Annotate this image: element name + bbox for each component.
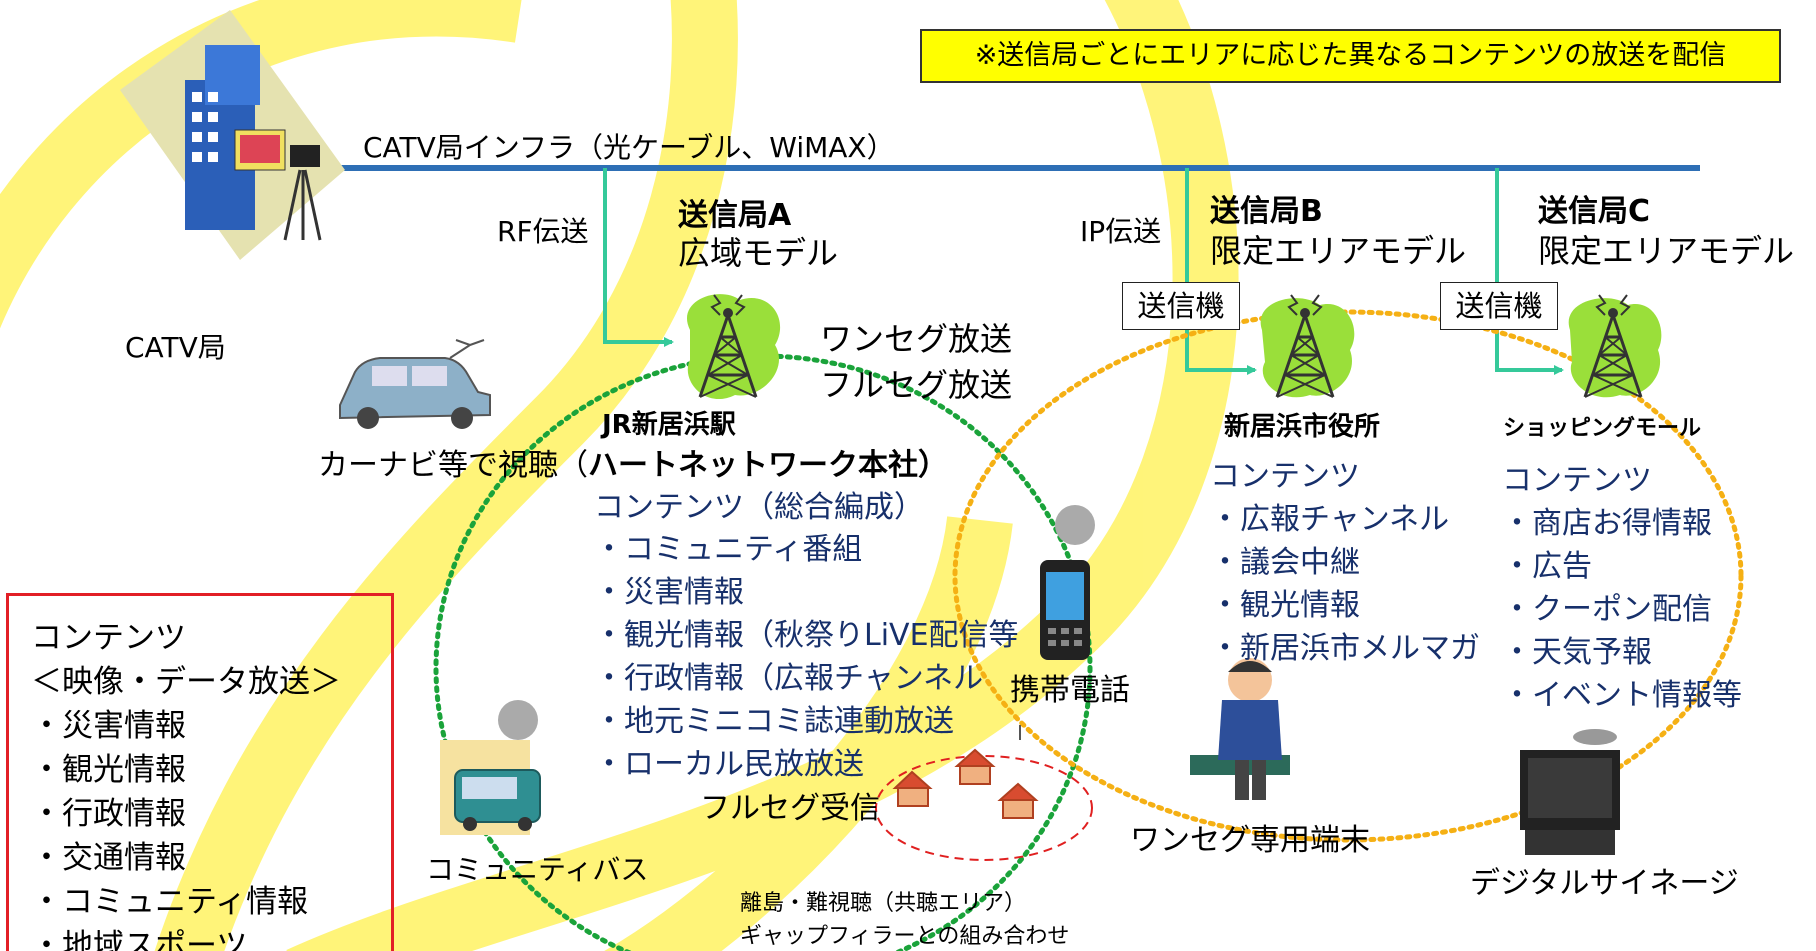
station-c-content-item: ・天気予報	[1502, 635, 1652, 670]
broadcast-oneseg: ワンセグ放送	[820, 320, 1013, 358]
legend-item: ・交通情報	[31, 840, 186, 876]
station-a-contents: コンテンツ（総合編成） ・コミュニティ番組 ・災害情報 ・観光情報（秋祭りLiV…	[594, 482, 1019, 782]
oneseg-terminal-label: ワンセグ専用端末	[1130, 823, 1370, 858]
fullseg-reception-label: フルセグ受信	[700, 791, 880, 826]
catv-building-icon	[120, 10, 345, 260]
mobile-phone-icon	[1040, 505, 1095, 660]
station-b-content-item: ・新居浜市メルマガ	[1210, 631, 1480, 666]
station-c-transmitter: 送信機	[1440, 282, 1558, 330]
car-label-text: カーナビ等で視聴（	[318, 448, 588, 483]
remote-area-line2: ギャップフィラーとの組み合わせ	[740, 924, 1070, 949]
station-a-site: JR新居浜駅	[602, 410, 736, 440]
station-a-content-item: ・行政情報（広報チャンネル	[594, 661, 984, 696]
infra-label: CATV局インフラ（光ケーブル、WiMAX）	[363, 131, 895, 164]
remote-area-line1: 離島・難視聴（共聴エリア）	[740, 891, 1027, 916]
catv-station-label: CATV局	[125, 331, 226, 364]
houses-icon	[892, 748, 1039, 819]
legend-item: ・観光情報	[31, 752, 186, 788]
station-b-content-item: ・広報チャンネル	[1210, 502, 1450, 537]
car-label: カーナビ等で視聴（ハートネットワーク本社）	[318, 440, 948, 484]
station-c-site: ショッピングモール	[1503, 416, 1702, 441]
heartnetwork-label: ハートネットワーク本社）	[588, 448, 948, 483]
rf-transmission-label: RF伝送	[497, 215, 589, 248]
legend-item: ・災害情報	[31, 708, 186, 744]
station-c-model: 限定エリアモデル	[1538, 232, 1795, 270]
legend-title: コンテンツ	[31, 620, 186, 656]
community-bus-label: コミュニティバス	[426, 853, 649, 886]
station-c-contents: コンテンツ ・商店お得情報 ・広告 ・クーポン配信 ・天気予報 ・イベント情報等	[1502, 455, 1742, 713]
station-c-content-item: ・広告	[1502, 549, 1592, 584]
mobile-phone-label: 携帯電話	[1010, 673, 1130, 708]
station-b-model: 限定エリアモデル	[1210, 232, 1467, 270]
station-a-content-item: ・観光情報（秋祭りLiVE配信等	[594, 618, 1019, 653]
legend-item: ・地域スポーツ	[31, 928, 248, 951]
broadcast-fullseg: フルセグ放送	[820, 366, 1013, 404]
station-b-contents: コンテンツ ・広報チャンネル ・議会中継 ・観光情報 ・新居浜市メルマガ	[1210, 451, 1480, 666]
feed-arrow-b	[1185, 168, 1257, 375]
station-a-name: 送信局A	[678, 198, 792, 233]
station-a-content-item: ・災害情報	[594, 575, 744, 610]
station-a-model: 広域モデル	[678, 234, 839, 272]
legend-item: ・行政情報	[31, 796, 186, 832]
community-bus-icon	[440, 700, 541, 835]
car-icon	[339, 339, 491, 429]
feed-arrow-a	[603, 168, 674, 347]
digital-signage-label: デジタルサイネージ	[1470, 866, 1739, 901]
station-a-content-item: ・コミュニティ番組	[594, 532, 863, 567]
tower-a-blob	[686, 294, 781, 400]
station-c-contents-title: コンテンツ	[1502, 463, 1652, 498]
legend-item: ・コミュニティ情報	[31, 884, 309, 920]
station-c-name: 送信局C	[1538, 194, 1651, 229]
feed-arrow-c	[1495, 168, 1564, 375]
station-c-content-item: ・クーポン配信	[1502, 592, 1712, 627]
area-bc-boundary	[952, 309, 1744, 843]
contents-legend-box: コンテンツ ＜映像・データ放送＞ ・災害情報 ・観光情報 ・行政情報 ・交通情報…	[6, 593, 394, 951]
station-b-name: 送信局B	[1210, 194, 1323, 229]
digital-signage-icon	[1520, 729, 1620, 855]
station-b-transmitter: 送信機	[1122, 282, 1240, 330]
station-a-content-item: ・地元ミニコミ誌連動放送	[594, 704, 954, 739]
notice-banner: ※送信局ごとにエリアに応じた異なるコンテンツの放送を配信	[920, 29, 1781, 83]
legend-subtitle: ＜映像・データ放送＞	[31, 664, 341, 700]
oneseg-terminal-person-icon	[1190, 658, 1290, 800]
ip-transmission-label: IP伝送	[1080, 215, 1162, 248]
fullseg-area-boundary	[875, 755, 1093, 861]
station-a-content-item: ・ローカル民放放送	[594, 747, 864, 782]
station-c-content-item: ・商店お得情報	[1502, 506, 1712, 541]
station-b-site: 新居浜市役所	[1224, 412, 1381, 442]
station-a-contents-title: コンテンツ（総合編成）	[594, 490, 924, 525]
station-b-contents-title: コンテンツ	[1210, 459, 1360, 494]
station-c-content-item: ・イベント情報等	[1502, 678, 1742, 713]
station-b-content-item: ・議会中継	[1210, 545, 1360, 580]
station-b-content-item: ・観光情報	[1210, 588, 1360, 623]
